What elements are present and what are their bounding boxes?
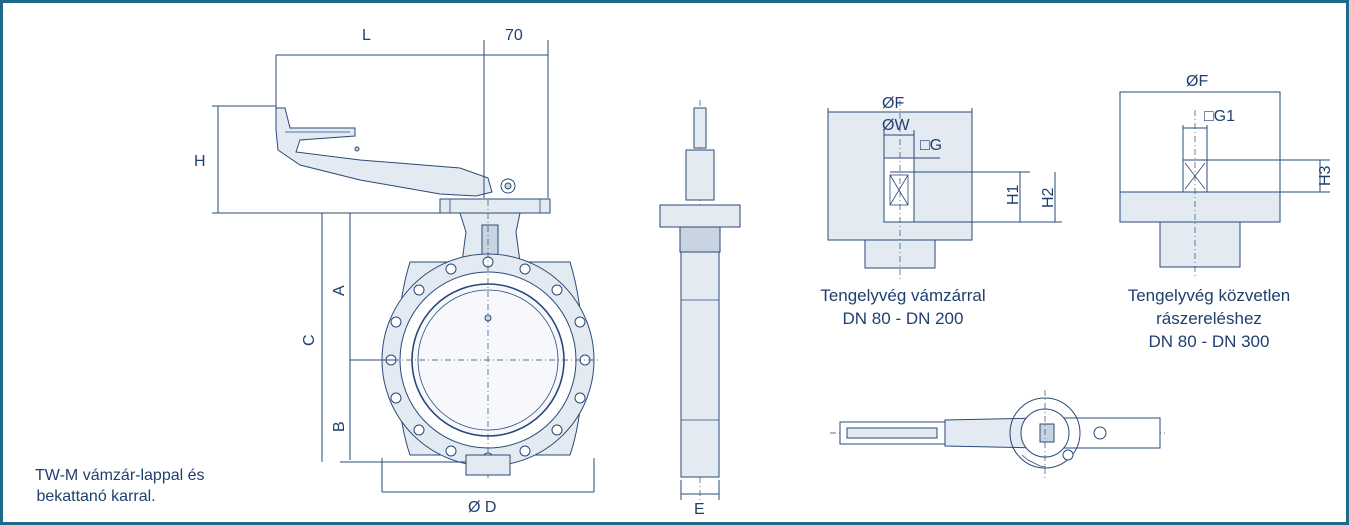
side-view [659,100,741,500]
dim-W: ØW [882,117,910,134]
caption-detail1-line1: Tengelyvég vámzárral [820,286,985,305]
dim-H3: H3 [1317,165,1334,186]
dim-H: H [194,153,206,170]
dim-C: C [301,334,318,346]
front-view [212,40,600,493]
dim-A: A [331,285,348,296]
note-line1: TW-M vámzár-lappal és [35,467,205,484]
dim-F-detail2: ØF [1186,73,1208,90]
note-line2: bekattanó karral. [32,488,156,505]
caption-detail2-line3: DN 80 - DN 300 [1149,332,1270,351]
caption-detail2-line1: Tengelyvég közvetlen [1128,286,1291,305]
lever-top-view [830,390,1165,478]
lock-plate [439,198,551,214]
dim-B: B [331,421,348,432]
dim-H1: H1 [1005,184,1022,205]
dim-L: L [362,27,371,44]
shaft-detail-direct [1119,91,1330,278]
caption-detail2-line2: rászereléshez [1156,309,1262,328]
dim-H2: H2 [1040,187,1057,208]
dim-D: Ø D [468,499,496,516]
side-body [680,251,720,478]
dim-70: 70 [505,27,523,44]
lever-handle [275,107,493,197]
caption-detail1-line2: DN 80 - DN 200 [843,309,964,328]
dim-E: E [694,501,705,518]
dim-G1: □G1 [1204,108,1235,125]
shaft-detail-lock [827,100,1062,280]
dim-G: □G [920,137,942,154]
dim-F-detail1: ØF [882,95,904,112]
